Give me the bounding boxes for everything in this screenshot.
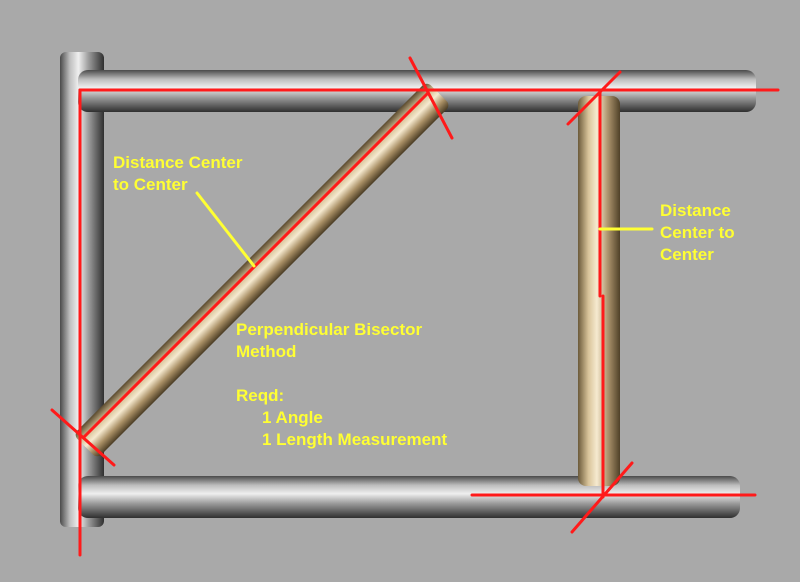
label-line: Center to <box>660 223 735 242</box>
label-line: Distance <box>660 201 731 220</box>
vertical-distance-label: Distance Center to Center <box>660 200 735 266</box>
diagonal-tube-centerline <box>82 91 430 439</box>
bisector-tick-top-diagonal <box>408 56 454 140</box>
bisector-tick-bottom-left <box>50 408 116 467</box>
left-vertical-tube <box>60 52 104 527</box>
requirement-item: 1 Angle <box>262 408 323 427</box>
bottom-horizontal-tube <box>78 476 740 518</box>
bisector-tick-top-right <box>566 70 622 126</box>
label-line: Method <box>236 342 297 361</box>
method-title: Perpendicular Bisector Method <box>236 319 422 363</box>
label-line: Distance Center <box>113 153 243 172</box>
diagonal-label-leader <box>195 191 256 268</box>
diagonal-tube <box>75 83 449 457</box>
diagonal-distance-label: Distance Center to Center <box>113 152 242 196</box>
requirement-item: 1 Length Measurement <box>262 430 448 449</box>
label-line: to Center <box>113 175 188 194</box>
label-line: Perpendicular Bisector <box>236 320 423 339</box>
bisector-tick-bottom-right <box>570 461 634 534</box>
requirements-heading: Reqd: <box>236 386 285 405</box>
label-line: Center <box>660 245 714 264</box>
requirements-block: Reqd: 1 Angle 1 Length Measurement <box>236 385 447 451</box>
